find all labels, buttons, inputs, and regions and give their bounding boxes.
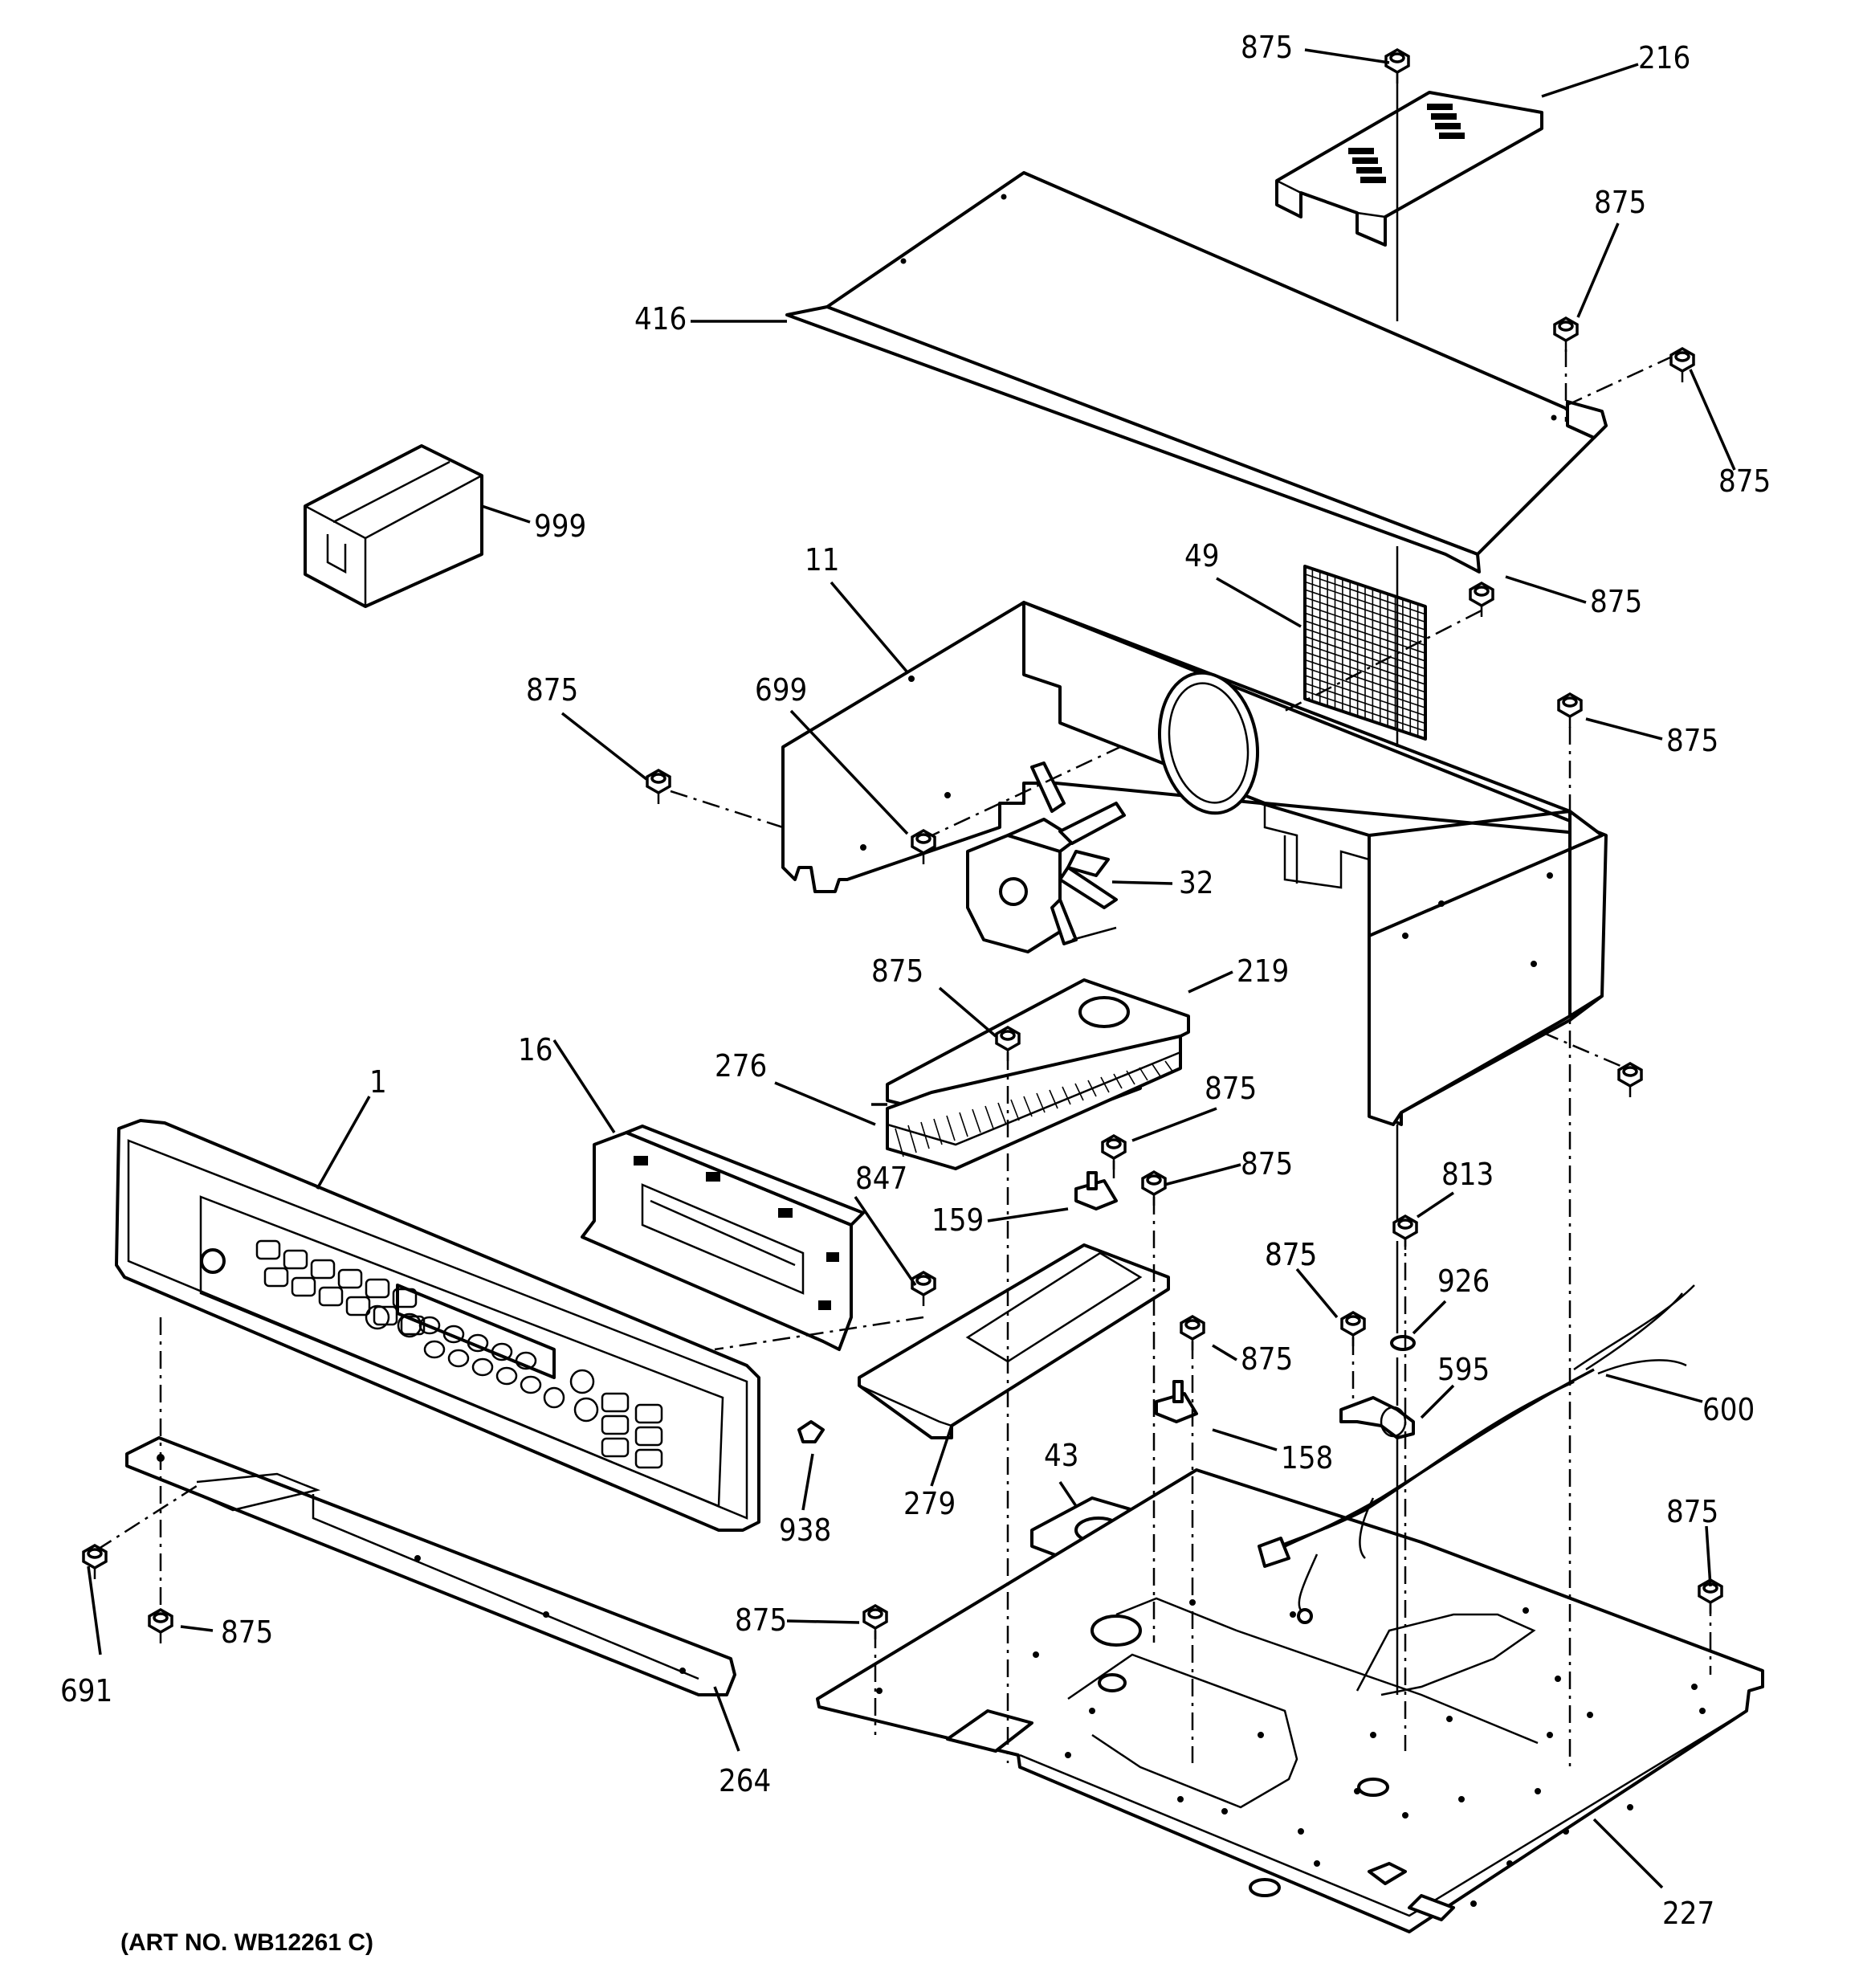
leader-lines (87, 48, 1736, 1889)
part-926-washer[interactable] (1390, 1335, 1416, 1351)
callout-875-e: 875 (1666, 723, 1718, 758)
callout-416: 416 (634, 301, 687, 337)
part-1-control-panel[interactable] (115, 1119, 760, 1532)
screw-icon[interactable] (911, 1270, 936, 1306)
callout-699: 699 (755, 672, 807, 708)
callout-264: 264 (719, 1763, 771, 1798)
callout-1: 1 (369, 1064, 387, 1100)
part-276-insulation[interactable] (886, 1035, 1182, 1170)
callout-11: 11 (805, 542, 840, 578)
screws (82, 47, 1723, 1643)
callout-875-j: 875 (1265, 1237, 1317, 1272)
part-16-control-board[interactable] (581, 1125, 865, 1351)
screw-icon[interactable] (1101, 1133, 1127, 1170)
screw-icon[interactable] (995, 1025, 1021, 1061)
callout-938: 938 (779, 1512, 831, 1548)
callout-49: 49 (1184, 538, 1220, 574)
callout-32: 32 (1179, 865, 1214, 900)
callout-875-k: 875 (1265, 1237, 1317, 1272)
callout-600: 600 (1702, 1392, 1755, 1427)
art-number: (ART NO. WB12261 C) (120, 1929, 373, 1956)
screw-icon[interactable] (1469, 581, 1494, 617)
callout-875-l: 875 (1241, 1341, 1293, 1377)
part-158-switch[interactable] (1155, 1380, 1198, 1423)
callout-43: 43 (1044, 1438, 1079, 1473)
callout-219: 219 (1237, 953, 1289, 989)
callout-847: 847 (855, 1161, 907, 1196)
callout-875-o: 875 (221, 1614, 273, 1650)
screw-icon[interactable] (646, 768, 671, 804)
part-49-mesh-screen[interactable] (1303, 565, 1427, 741)
screw-icon[interactable] (1617, 1061, 1643, 1097)
part-416-top-panel[interactable] (785, 171, 1608, 574)
callout-276: 276 (715, 1048, 767, 1084)
screw-icon[interactable] (862, 1603, 888, 1639)
part-999-box[interactable] (304, 444, 483, 608)
callout-875-f: 875 (526, 672, 578, 708)
part-159-switch[interactable] (1074, 1171, 1118, 1210)
callout-875-g: 875 (871, 953, 923, 989)
callout-875-d: 875 (1590, 584, 1642, 619)
callout-999: 999 (534, 508, 586, 544)
part-11-housing[interactable] (781, 601, 1608, 1126)
callout-216: 216 (1638, 40, 1690, 76)
part-938-clip[interactable] (797, 1420, 825, 1443)
callout-875-b: 875 (1594, 185, 1646, 220)
callout-labels: 875 216 875 416 875 999 11 49 875 875 69… (60, 30, 1771, 1956)
screw-icon[interactable] (1180, 1314, 1205, 1350)
screw-icon[interactable] (1553, 316, 1579, 352)
screw-icon[interactable] (1392, 1214, 1418, 1250)
part-216-vent-cover[interactable] (1275, 91, 1543, 247)
part-264-trim[interactable] (125, 1436, 736, 1696)
callout-279: 279 (903, 1486, 956, 1521)
part-279-deflector[interactable] (858, 1243, 1170, 1439)
screw-icon[interactable] (1340, 1310, 1366, 1346)
callout-875-m: 875 (735, 1602, 787, 1638)
callout-875-c: 875 (1718, 463, 1771, 499)
callout-158: 158 (1281, 1440, 1333, 1476)
screw-icon[interactable] (82, 1543, 108, 1579)
callout-926: 926 (1437, 1263, 1490, 1299)
screw-icon[interactable] (148, 1607, 173, 1643)
screw-icon[interactable] (1384, 47, 1410, 84)
screw-icon[interactable] (1141, 1170, 1167, 1206)
callout-691: 691 (60, 1673, 112, 1708)
screw-icon[interactable] (1669, 346, 1695, 382)
callout-875-h: 875 (1205, 1071, 1257, 1106)
screw-icon[interactable] (911, 828, 936, 864)
part-600-wire-harness[interactable] (1258, 1284, 1695, 1624)
part-227-base[interactable] (816, 1468, 1764, 1933)
callout-16: 16 (518, 1032, 553, 1067)
assembly-lines (96, 72, 1712, 1767)
screw-icon[interactable] (1557, 692, 1583, 728)
callout-875-n: 875 (1666, 1494, 1718, 1529)
callout-595: 595 (1437, 1352, 1490, 1387)
callout-875-i: 875 (1241, 1146, 1293, 1182)
part-32-fan-motor[interactable] (966, 761, 1126, 953)
part-595-clamp[interactable] (1339, 1396, 1415, 1439)
callout-227: 227 (1662, 1896, 1714, 1931)
callout-159: 159 (932, 1202, 984, 1238)
callout-813: 813 (1441, 1157, 1494, 1192)
callout-875-a: 875 (1241, 30, 1293, 65)
